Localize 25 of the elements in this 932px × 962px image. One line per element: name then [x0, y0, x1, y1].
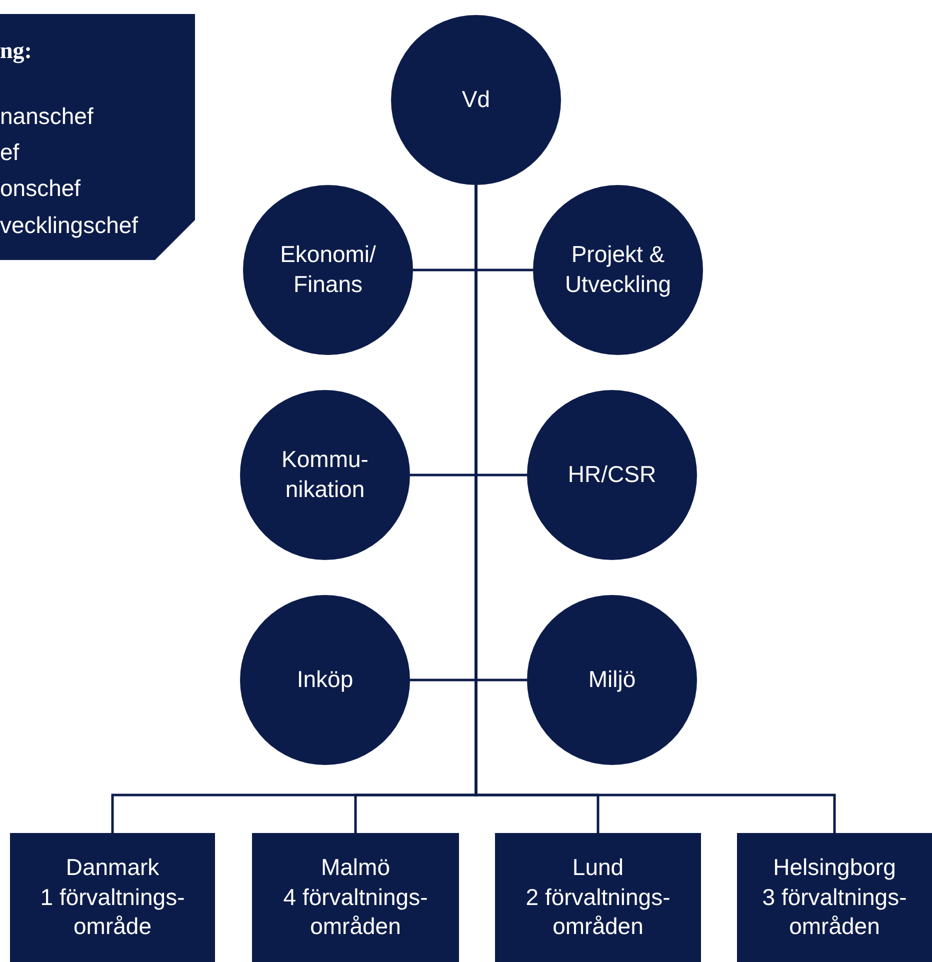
- node-subtitle: 2 förvaltnings- områden: [524, 882, 672, 942]
- list-item: ef: [0, 138, 20, 167]
- node-title: Miljö: [588, 665, 636, 694]
- list-item: onschef: [0, 174, 81, 203]
- node-title: Lund: [572, 852, 624, 882]
- region-box: [10, 833, 215, 962]
- node-title: Vd: [462, 85, 490, 114]
- region-box: [737, 833, 932, 962]
- node-title: Ekonomi/ Finans: [279, 240, 377, 299]
- node-subtitle: 4 förvaltnings- områden: [282, 882, 429, 942]
- list-item: nanschef: [0, 102, 94, 131]
- region-box: [495, 833, 701, 962]
- node-title: Helsingborg: [773, 852, 896, 882]
- node-title: Inköp: [296, 665, 354, 694]
- node-subtitle: 3 förvaltnings- områden: [761, 882, 908, 942]
- node-subtitle: 1 förvaltnings- område: [39, 882, 186, 942]
- node-title: HR/CSR: [568, 460, 656, 490]
- node-title: Malmö: [320, 852, 390, 882]
- region-box: [252, 833, 459, 962]
- node-title: Kommu- nikation: [280, 445, 370, 504]
- panel-heading: ng:: [0, 37, 32, 66]
- info-panel: [0, 14, 195, 260]
- list-item: vecklingschef: [0, 211, 138, 240]
- node-title: Danmark: [66, 852, 160, 882]
- node-title: Projekt & Utveckling: [564, 240, 672, 299]
